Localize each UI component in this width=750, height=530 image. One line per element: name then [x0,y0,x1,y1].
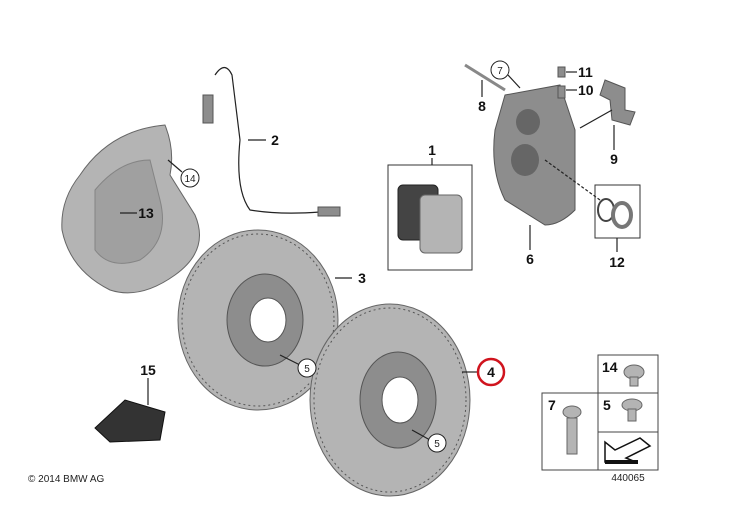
seal-kit-box [594,184,641,239]
label-15: 15 [140,362,156,378]
wear-sensor-part[interactable] [202,66,341,217]
diagram-number: 440065 [611,473,645,484]
dust-boot[interactable] [611,201,633,229]
label-2: 2 [271,132,279,148]
label-8: 8 [478,98,486,114]
grease-packet-part[interactable] [94,399,166,443]
label-circle-14 [180,168,200,188]
label-circle-5a [297,358,317,378]
cap-part[interactable] [557,66,566,78]
label-7: 7 [497,66,503,77]
leader-lines [120,71,618,441]
box-label-7: 7 [548,397,556,413]
label-3: 3 [358,270,366,286]
label-4[interactable]: 4 [487,364,495,380]
copyright: © 2014 BMW AG [28,474,105,485]
label-12: 12 [609,254,625,270]
label-circle-7 [490,60,510,80]
caliper-part[interactable] [493,84,576,226]
highlight-circle-4 [476,357,506,387]
label-5b: 5 [434,439,440,450]
box-label-14: 14 [602,359,618,375]
label-11: 11 [578,64,593,80]
label-9: 9 [610,151,618,167]
label-5a: 5 [304,364,310,375]
spring-part[interactable] [599,79,636,126]
box-label-5: 5 [603,397,611,413]
label-circle-5b [427,433,447,453]
flange-screw-14[interactable] [623,364,645,387]
hardware-box [541,354,659,471]
bleeder-screw-part[interactable] [557,85,566,99]
pin-part[interactable] [464,63,506,92]
label-1: 1 [428,142,436,158]
pad-set-box [387,164,473,271]
caliper-bolt-7[interactable] [562,405,582,455]
label-14: 14 [184,174,196,185]
arrow-icon [604,437,652,463]
label-6: 6 [526,251,534,267]
label-10: 10 [578,82,594,98]
countersunk-screw-5[interactable] [621,398,643,422]
brake-disc-4[interactable] [309,303,471,497]
guard-plate-part[interactable] [61,124,200,294]
brake-pads-part[interactable] [397,184,463,254]
label-13: 13 [138,205,154,221]
